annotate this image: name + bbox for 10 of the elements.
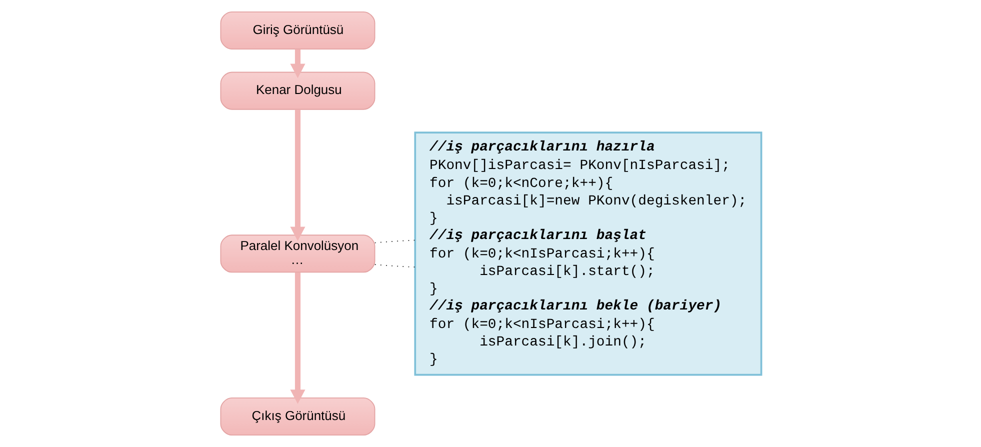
arrow — [290, 110, 305, 242]
arrow — [290, 272, 305, 404]
node-box: Paralel Konvolüsyon … — [220, 234, 375, 273]
node-box: //iş parçacıklarını hazırla PKonv[]isParcasi= PKonv[nIsParcasi]; for (k=0;k<nCore;k++){ isParcasi[k]=new PKonv(degiskenler); } //iş parçacıklarını başlat for (k=0;k<nIsParcasi;k++){ isParcasi[k].start(); } //iş parçacıklarını bekle (bariyer) for (k=0;k<nIsParcasi;k++){ isParcasi[k].join(); } — [414, 132, 762, 376]
arrow — [290, 49, 305, 78]
connector — [374, 240, 415, 244]
node-box: Çıkış Görüntüsü — [220, 398, 375, 436]
node-box: Kenar Dolgusu — [220, 72, 375, 110]
connector — [374, 264, 415, 268]
node-box: Giriş Görüntüsü — [220, 11, 375, 50]
